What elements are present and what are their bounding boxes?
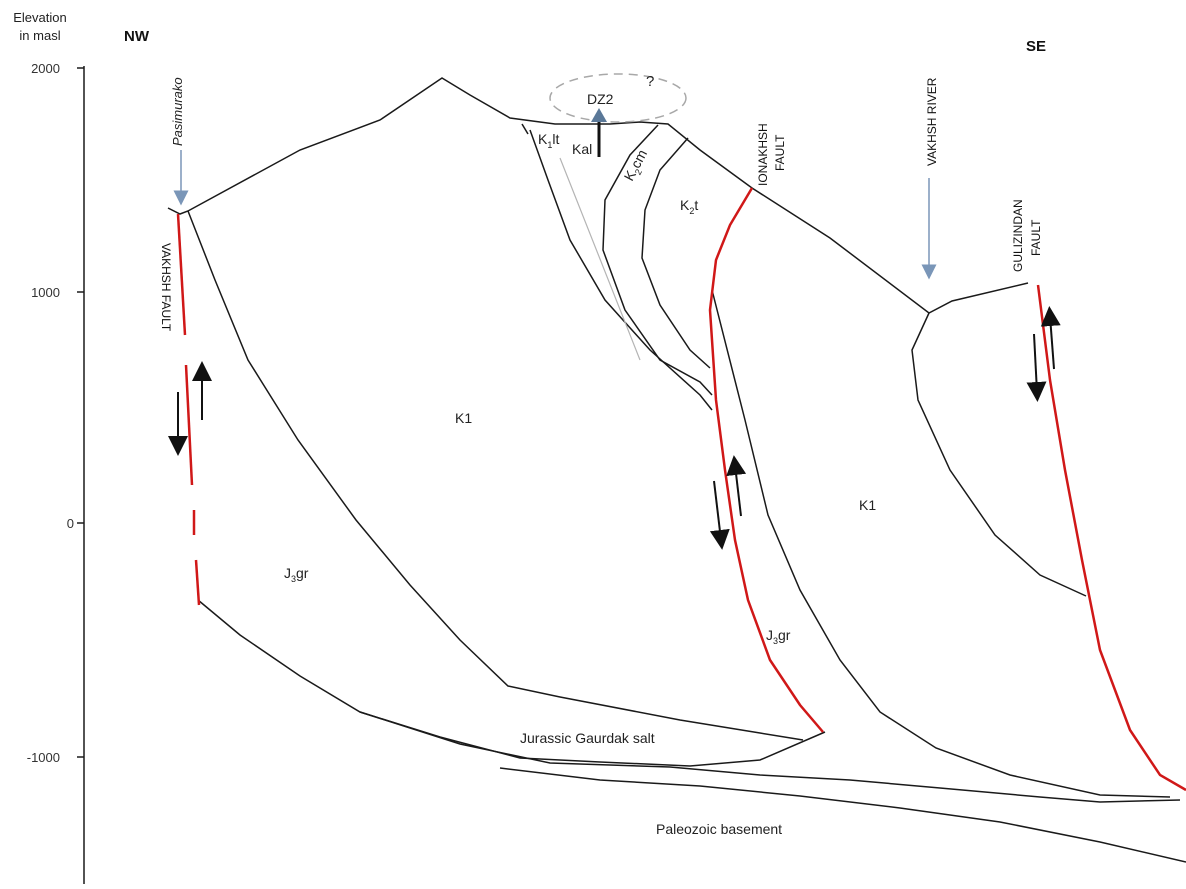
ionakhsh-fault-down-arrow: [709, 480, 730, 550]
unit-k2t-tail: t: [694, 197, 698, 213]
axis-tick-label-2000: 2000: [31, 61, 60, 76]
unit-j3gr-left-main: J: [284, 565, 291, 581]
vakhsh-fault-bottom: [194, 559, 201, 606]
gulizindan-fault-down-arrow: [1026, 333, 1047, 402]
unit-k2t-sub: 2: [689, 206, 694, 216]
dz2-dashed-ellipse: [549, 73, 687, 123]
unit-j3gr-left: J3gr: [284, 565, 309, 584]
unit-k1lt-tail: lt: [552, 131, 559, 147]
j3gr-salt-boundary-left: [197, 599, 826, 767]
vakhsh-river-label: VAKHSH RIVER: [925, 77, 939, 166]
unit-k1lt: K1lt: [538, 131, 559, 150]
gulizindan-fault-label-line1: GULIZINDAN: [1011, 199, 1025, 272]
k1lt-base-boundary: [529, 129, 713, 411]
topographic-surface: [167, 77, 1029, 314]
unit-j3gr-right-tail: gr: [778, 627, 791, 643]
dz2-question-mark: ?: [646, 73, 654, 90]
pasimurako-label: Pasimurako: [170, 77, 185, 146]
unit-k2cm: K2cm: [621, 147, 653, 185]
unit-j3gr-right: J3gr: [766, 627, 791, 646]
paleozoic-lower-line: [499, 767, 1186, 863]
ionakhsh-fault-label-line1: IONAKHSH: [756, 123, 770, 186]
unit-gaurdak-salt: Jurassic Gaurdak salt: [520, 730, 655, 746]
ionakhsh-fault: [708, 187, 824, 733]
k1-j3gr-boundary-left: [187, 210, 804, 741]
gulizindan-fault: [1036, 284, 1186, 792]
ionakhsh-fault-up-arrow: [726, 455, 747, 517]
dz2-arrow-head: [591, 108, 607, 122]
direction-se: SE: [1026, 38, 1046, 55]
unit-j3gr-right-sub: 3: [773, 636, 778, 646]
axis-tick-label-0: 0: [67, 516, 74, 531]
unit-paleozoic-basement: Paleozoic basement: [656, 821, 782, 837]
unit-k1lt-main: K: [538, 131, 548, 147]
k1-j3gr-boundary-right: [711, 289, 1171, 798]
k1lt-scarp-mark: [521, 123, 529, 135]
unit-k1-left: K1: [455, 410, 472, 426]
ionakhsh-fault-label-line2: FAULT: [773, 134, 787, 171]
axis-title-line1: Elevation: [13, 10, 66, 25]
unit-kal: Kal: [572, 141, 592, 157]
unit-k2cm-sub: 2: [633, 167, 644, 176]
unit-j3gr-left-tail: gr: [296, 565, 309, 581]
axis-tick-label-minus1000: -1000: [27, 750, 60, 765]
kal-base-line: [559, 157, 641, 361]
unit-k1lt-sub: 1: [547, 140, 552, 150]
vakhsh-fault-upper: [176, 213, 187, 336]
gulizindan-fault-label-line2: FAULT: [1029, 219, 1043, 256]
unit-k2cm-tail: cm: [627, 147, 650, 171]
vakhsh-fault-label: VAKHSH FAULT: [159, 243, 173, 332]
unit-k2t-main: K: [680, 197, 690, 213]
gulizindan-hanging-block-boundary: [911, 312, 1087, 597]
unit-k2t: K2t: [680, 197, 698, 216]
direction-nw: NW: [124, 28, 150, 45]
k2cm-lower-boundary: [602, 124, 713, 396]
k2cm-k2t-boundary: [641, 137, 711, 369]
unit-k1-right: K1: [859, 497, 876, 513]
axis-title-line2: in masl: [19, 28, 60, 43]
unit-j3gr-left-sub: 3: [291, 574, 296, 584]
unit-j3gr-right-main: J: [766, 627, 773, 643]
gulizindan-fault-up-arrow: [1040, 306, 1061, 370]
paleozoic-top-boundary: [359, 711, 1181, 803]
axis-tick-label-1000: 1000: [31, 285, 60, 300]
vakhsh-fault-middle: [184, 364, 194, 486]
dz2-label: DZ2: [587, 91, 614, 107]
